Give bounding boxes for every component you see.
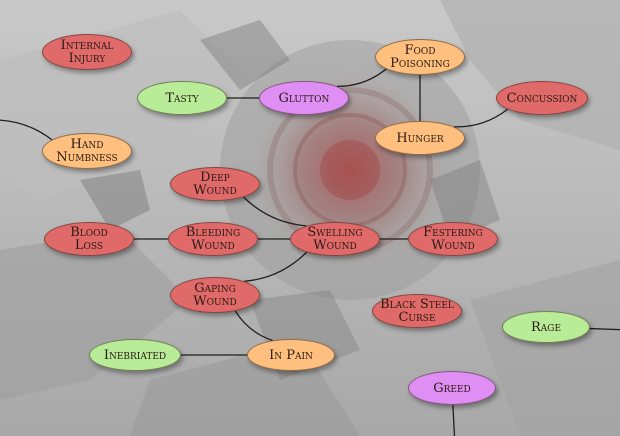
node-label: Gaping Wound: [193, 281, 237, 309]
node-food-poisoning[interactable]: Food Poisoning: [375, 39, 465, 75]
node-black-steel-curse[interactable]: Black Steel Curse: [372, 294, 462, 328]
node-label: Black Steel Curse: [380, 297, 454, 325]
node-label: In Pain: [269, 347, 313, 363]
node-swelling-wound[interactable]: Swelling Wound: [290, 222, 380, 256]
node-label: Greed: [433, 380, 471, 396]
node-label: Concussion: [506, 90, 578, 106]
node-label: Inebriated: [103, 347, 167, 363]
node-tasty[interactable]: Tasty: [137, 81, 227, 115]
node-label: Swelling Wound: [307, 225, 363, 253]
node-label: Food Poisoning: [390, 43, 450, 71]
node-deep-wound[interactable]: Deep Wound: [170, 167, 260, 201]
node-label: Rage: [530, 319, 562, 335]
node-label: Tasty: [165, 90, 199, 106]
node-label: Hand Numbness: [56, 137, 118, 165]
node-bleeding-wound[interactable]: Bleeding Wound: [168, 222, 258, 256]
node-label: Bleeding Wound: [185, 225, 241, 253]
node-label: Internal Injury: [60, 38, 114, 66]
node-festering-wound[interactable]: Festering Wound: [408, 222, 498, 256]
node-label: Glutton: [278, 90, 330, 106]
node-label: Festering Wound: [423, 225, 483, 253]
node-internal-injury[interactable]: Internal Injury: [42, 34, 132, 70]
node-blood-loss[interactable]: Blood Loss: [44, 222, 134, 256]
node-rage[interactable]: Rage: [502, 311, 590, 343]
node-label: Hunger: [396, 130, 444, 146]
node-label: Blood Loss: [70, 225, 108, 253]
node-hand-numbness[interactable]: Hand Numbness: [42, 133, 132, 169]
node-hunger[interactable]: Hunger: [375, 121, 465, 155]
node-concussion[interactable]: Concussion: [496, 81, 588, 115]
node-inebriated[interactable]: Inebriated: [89, 339, 181, 371]
node-greed[interactable]: Greed: [408, 371, 496, 405]
node-glutton[interactable]: Glutton: [259, 81, 349, 115]
node-gaping-wound[interactable]: Gaping Wound: [170, 277, 260, 313]
node-in-pain[interactable]: In Pain: [247, 339, 335, 371]
node-label: Deep Wound: [193, 170, 237, 198]
